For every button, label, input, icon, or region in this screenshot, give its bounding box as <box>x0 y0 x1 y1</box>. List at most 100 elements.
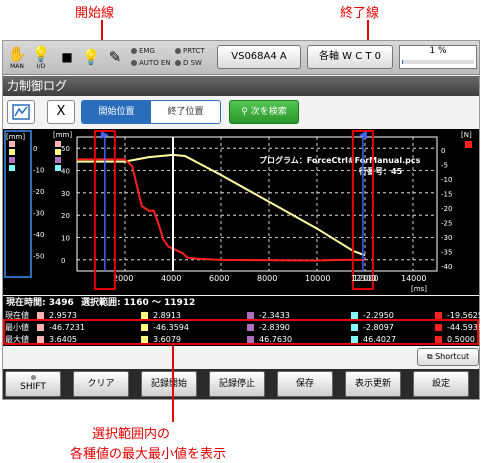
caption-pointer <box>172 346 174 422</box>
position-toggle: 開始位置 終了位置 <box>81 100 221 124</box>
stat-value: 46.7630 <box>259 335 293 344</box>
y-tick-right: -10 <box>441 176 452 184</box>
axis-mode-button[interactable]: 各軸 W C T 0 <box>307 45 393 69</box>
y-tick-right: -40 <box>441 263 452 271</box>
y-tick-outer: 0 <box>33 145 37 153</box>
y-tick-inner: 40 <box>61 168 70 176</box>
left-legend-swatch <box>9 141 15 147</box>
y-tick-outer: -40 <box>33 231 44 239</box>
series-swatch <box>351 336 358 343</box>
series-swatch <box>351 312 358 319</box>
x-tick-label: 4000 <box>161 274 181 283</box>
inner-legend-swatch <box>55 149 61 155</box>
y-tick-right: -20 <box>441 205 452 213</box>
close-button[interactable]: X <box>47 100 75 124</box>
series-swatch <box>141 312 148 319</box>
status-bar: 現在時間: 3496 選択範囲: 1160 〜 11912 <box>3 296 479 310</box>
x-tick-label: 8000 <box>257 274 277 283</box>
start-line-highlight-box <box>93 130 116 290</box>
ms-unit: [ms] <box>411 285 427 293</box>
search-icon: ⚲ <box>241 107 248 117</box>
stat-value: -2.8390 <box>259 323 290 332</box>
y-tick-right: 0 <box>441 147 445 155</box>
hand-icon[interactable]: ✋MAN <box>7 45 27 70</box>
plot-frame <box>76 136 438 272</box>
bulb-icon[interactable]: 💡I/O <box>31 45 51 70</box>
start-line-annotation: 開始線 <box>75 6 115 21</box>
y-tick-outer: -10 <box>33 167 44 175</box>
stat-value: -46.7231 <box>49 323 85 332</box>
series-swatch <box>247 324 254 331</box>
fkey-label: クリア <box>87 379 115 389</box>
left-axis-panel <box>4 130 32 278</box>
fkey-label: 記録開始 <box>150 379 187 389</box>
y-tick-outer: -30 <box>33 210 44 218</box>
lamp-icon[interactable]: 💡 <box>81 48 101 66</box>
search-next-button[interactable]: ⚲ 次を検索 <box>229 100 299 124</box>
stat-value: -19.5625 <box>447 311 482 320</box>
shortcut-label: Shortcut <box>435 352 470 361</box>
shortcut-button[interactable]: ⧉ Shortcut <box>417 348 479 366</box>
speed-bar-fill <box>402 60 404 64</box>
settings-button[interactable]: 設定 <box>413 371 469 397</box>
shift-indicator-icon <box>30 375 36 380</box>
end-position-button[interactable]: 終了位置 <box>151 101 220 123</box>
series-swatch <box>141 324 148 331</box>
x-tick-label: 12000 <box>353 274 378 283</box>
start-position-button[interactable]: 開始位置 <box>82 101 151 123</box>
record-stop-button[interactable]: 記録停止 <box>209 371 265 397</box>
speed-percent: 1 % <box>429 46 447 56</box>
series-swatch <box>247 312 254 319</box>
series-swatch <box>247 336 254 343</box>
inner-unit: [mm] <box>53 131 72 139</box>
stat-value: 3.6079 <box>153 335 181 344</box>
y-tick-right: -25 <box>441 220 452 228</box>
right-unit: [N] <box>461 131 472 139</box>
function-key-bar: SHIFT クリア 記録開始 記録停止保存表示更新 設定 <box>3 369 479 399</box>
stat-value: -2.8097 <box>363 323 394 332</box>
inner-legend-swatch <box>55 157 61 163</box>
inner-legend-swatch <box>55 141 61 147</box>
clear-button[interactable]: クリア <box>73 371 129 397</box>
graph-icon <box>12 104 30 120</box>
speed-indicator[interactable]: 1 % <box>399 45 477 69</box>
program-button[interactable]: VS068A4 A <box>217 45 301 69</box>
stat-row-label: 最大値 <box>5 335 29 344</box>
stop-square-icon[interactable]: ■ <box>61 50 73 64</box>
end-line-highlight-box <box>351 130 374 290</box>
graph-settings-button[interactable] <box>7 100 35 124</box>
refresh-display-button[interactable]: 表示更新 <box>345 371 401 397</box>
series-line-0 <box>77 153 366 257</box>
series-swatch <box>435 312 442 319</box>
y-tick-inner: 50 <box>61 145 70 153</box>
pen-icon[interactable]: ✎ <box>108 48 122 66</box>
series-swatch <box>37 312 44 319</box>
y-tick-right: -30 <box>441 234 452 242</box>
fkey-label: 設定 <box>431 379 450 389</box>
left-legend-swatch <box>9 149 15 155</box>
stat-value: -2.3433 <box>259 311 290 320</box>
series-swatch <box>435 336 442 343</box>
y-tick-right: -5 <box>441 162 448 170</box>
right-legend-swatch <box>465 141 472 148</box>
end-line-marker-icon[interactable] <box>358 131 367 139</box>
shift-key[interactable]: SHIFT <box>5 371 61 397</box>
search-next-label: 次を検索 <box>250 107 287 117</box>
series-swatch <box>351 324 358 331</box>
y-tick-inner: 10 <box>61 235 70 243</box>
stat-value: -2.2950 <box>363 311 394 320</box>
save-button[interactable]: 保存 <box>277 371 333 397</box>
x-tick-label: 14000 <box>401 274 426 283</box>
stat-value: -44.5938 <box>447 323 482 332</box>
page-title: 力制御ログ <box>3 76 479 96</box>
record-start-button[interactable]: 記録開始 <box>141 371 197 397</box>
lamp-emg: EMG <box>131 47 155 55</box>
selection-range: 選択範囲: 1160 〜 11912 <box>80 298 196 308</box>
speed-bar <box>402 60 474 64</box>
current-time: 現在時間: 3496 <box>6 298 74 308</box>
left-legend-swatch <box>9 157 15 163</box>
start-line-marker-icon[interactable] <box>100 131 109 139</box>
